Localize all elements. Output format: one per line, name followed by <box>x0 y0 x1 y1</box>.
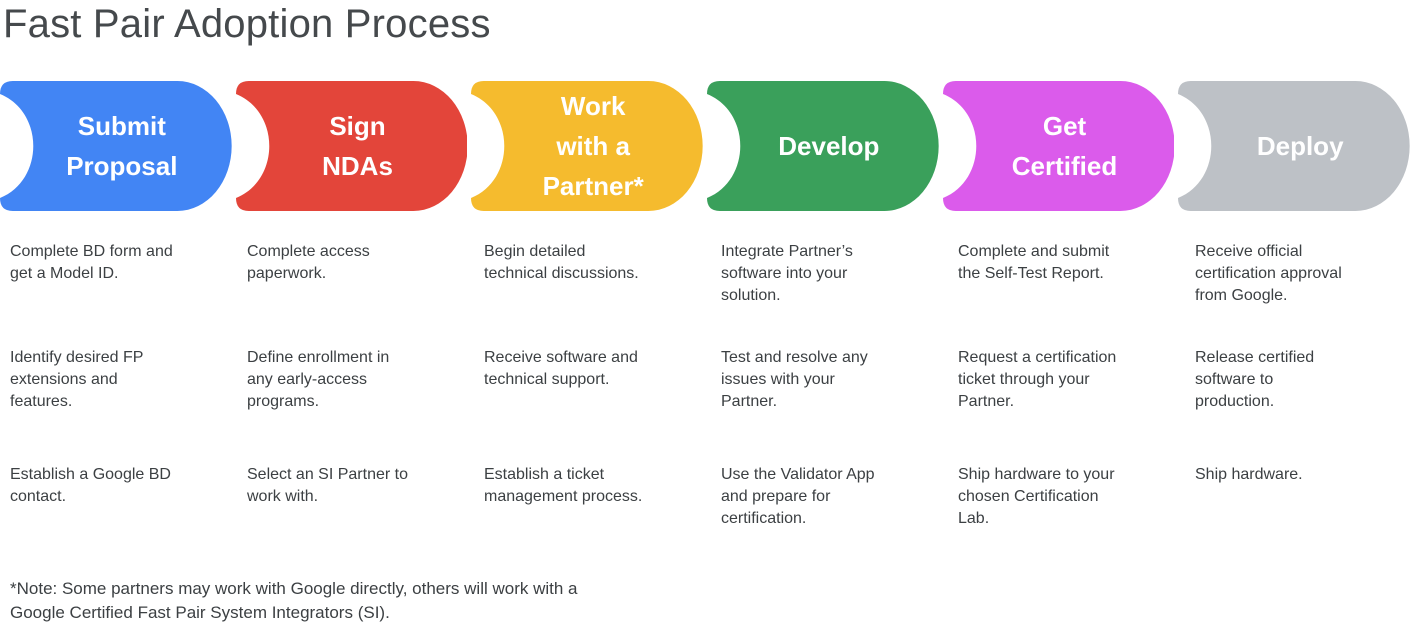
step-detail: Use the Validator App and prepare for ce… <box>721 466 875 527</box>
step-detail: Integrate Partner’s software into your s… <box>721 243 853 304</box>
chevron-shape-icon <box>1178 81 1411 211</box>
step-label: Get Certified <box>1011 111 1118 181</box>
step-label: Submit Proposal <box>66 111 178 181</box>
step-detail: Test and resolve any issues with your Pa… <box>721 349 868 410</box>
step-detail: Ship hardware. <box>1195 466 1303 483</box>
chevron-shape-icon <box>707 81 939 211</box>
chevron-shape-icon <box>942 81 1175 211</box>
step-label: Work with a Partner* <box>542 91 644 201</box>
step-detail: Begin detailed technical discussions. <box>484 243 639 282</box>
step-label: Deploy <box>1256 131 1344 161</box>
chevron-shape-icon <box>0 81 232 211</box>
step-submit-proposal: Submit Proposal <box>0 81 232 211</box>
step-detail: Receive software and technical support. <box>484 349 638 388</box>
step-sign-ndas: Sign NDAs <box>235 81 468 211</box>
step-detail: Ship hardware to your chosen Certificati… <box>958 466 1115 527</box>
step-get-certified: Get Certified <box>942 81 1175 211</box>
step-detail: Establish a Google BD contact. <box>10 466 171 505</box>
step-detail: Release certified software to production… <box>1195 349 1315 410</box>
process-steps: Submit Proposal Sign NDAs Work with a Pa… <box>0 81 1411 211</box>
step-detail: Complete BD form and get a Model ID. <box>10 243 173 282</box>
chevron-shape-icon <box>471 81 704 211</box>
step-deploy: Deploy <box>1178 81 1411 211</box>
step-develop: Develop <box>707 81 939 211</box>
step-detail: Define enrollment in any early-access pr… <box>247 349 390 410</box>
step-label: Sign NDAs <box>322 111 393 181</box>
chevron-shape-icon <box>235 81 468 211</box>
step-details-grid: Complete BD form and get a Model ID. Com… <box>10 241 1423 530</box>
step-detail: Select an SI Partner to work with. <box>247 466 408 505</box>
step-detail: Complete access paperwork. <box>247 243 370 282</box>
step-detail: Establish a ticket management process. <box>484 466 643 505</box>
step-detail: Request a certification ticket through y… <box>958 349 1117 410</box>
step-detail: Complete and submit the Self-Test Report… <box>958 243 1110 282</box>
footnote: *Note: Some partners may work with Googl… <box>10 579 578 622</box>
step-detail: Identify desired FP extensions and featu… <box>10 349 144 410</box>
step-label: Develop <box>778 131 880 161</box>
page-title: Fast Pair Adoption Process <box>3 2 491 46</box>
step-detail: Receive official certification approval … <box>1195 243 1342 304</box>
step-work-with-partner: Work with a Partner* <box>471 81 704 211</box>
